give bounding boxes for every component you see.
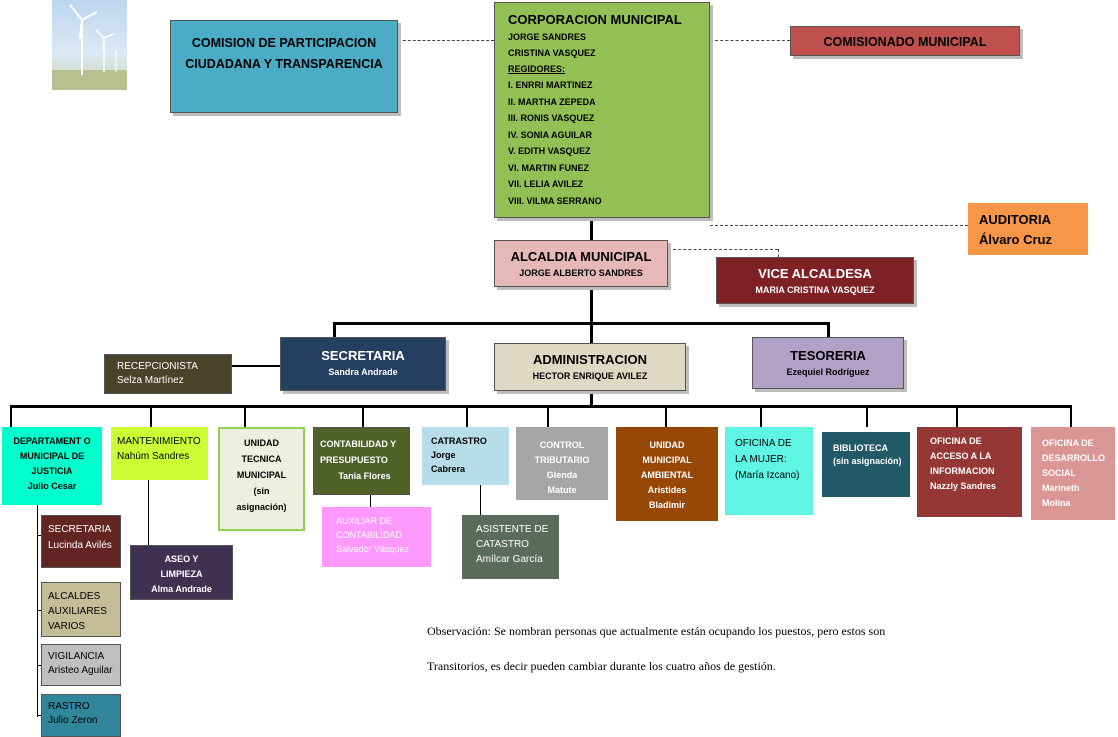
auxiliar-name: Salvador Vásquez bbox=[336, 544, 410, 554]
vice-alcaldesa-box: VICE ALCALDESA MARIA CRISTINA VASQUEZ bbox=[716, 257, 914, 304]
oficina-acceso-box: OFICINA DE ACCESO A LA INFORMACION Nazzl… bbox=[917, 427, 1022, 517]
rastro-name: Julio Zeron bbox=[48, 715, 98, 726]
tesoreria-box: TESORERIA Ezequiel Rodríguez bbox=[752, 337, 904, 389]
auditoria-name: Álvaro Cruz bbox=[979, 232, 1052, 247]
catastro-box: CATRASTRO Jorge Cabrera bbox=[422, 427, 509, 485]
ambiental-title: UNIDAD MUNICIPAL AMBIENTAL bbox=[640, 440, 694, 480]
observacion-line-1: Observación: Se nombran personas que act… bbox=[427, 624, 886, 638]
mantenimiento-name: Nahúm Sandres bbox=[117, 451, 190, 462]
asistente-title: ASISTENTE DE CATASTRO bbox=[476, 524, 549, 550]
auditoria-box: AUDITORIA Álvaro Cruz bbox=[968, 203, 1088, 255]
vigilancia-name: Aristeo Aguilar bbox=[48, 665, 113, 676]
observacion-line-2: Transitorios, es decir pueden cambiar du… bbox=[427, 659, 776, 673]
secretaria-box: SECRETARIA Sandra Andrade bbox=[280, 337, 446, 391]
unidad-ambiental-box: UNIDAD MUNICIPAL AMBIENTAL Aristides Bla… bbox=[616, 427, 718, 521]
auditoria-title: AUDITORIA bbox=[979, 212, 1051, 227]
justicia-title: DEPARTAMENT O MUNICIPAL DE JUSTICIA bbox=[13, 436, 91, 476]
aseo-title: ASEO Y LIMPIEZA bbox=[160, 554, 203, 579]
regidor-5: V. EDITH VASQUEZ bbox=[508, 146, 591, 156]
unidad-tecnica-box: UNIDAD TECNICA MUNICIPAL (sin asignación… bbox=[218, 427, 305, 531]
auxiliar-contabilidad-box: AUXILIAR DE CONTABILIDAD Salvador Vásque… bbox=[322, 507, 431, 567]
recepcionista-box: RECEPCIONISTA Selza Martínez bbox=[104, 354, 232, 394]
corporacion-municipal-box: CORPORACION MUNICIPAL JORGE SANDRES CRIS… bbox=[494, 2, 710, 218]
observacion-note: Observación: Se nombran personas que act… bbox=[427, 624, 1117, 674]
recepcionista-name: Selza Martínez bbox=[117, 375, 184, 386]
mujer-title: OFICINA DE LA MUJER: bbox=[735, 438, 792, 465]
control-title: CONTROL TRIBUTARIO bbox=[534, 440, 590, 465]
tecnica-title: UNIDAD TECNICA MUNICIPAL bbox=[236, 438, 287, 480]
mantenimiento-title: MANTENIMIENTO bbox=[117, 436, 201, 447]
biblioteca-name: (sin asignación) bbox=[833, 456, 902, 466]
vigilancia-title: VIGILANCIA bbox=[48, 651, 105, 662]
auxiliar-title: AUXILIAR DE CONTABILIDAD bbox=[336, 516, 402, 540]
oficina-mujer-box: OFICINA DE LA MUJER: (María Izcano) bbox=[725, 427, 813, 515]
tesoreria-title: TESORERIA bbox=[790, 348, 866, 363]
acceso-title: OFICINA DE ACCESO A LA INFORMACION bbox=[930, 436, 995, 476]
catastro-name: Jorge Cabrera bbox=[431, 450, 466, 474]
mujer-name: (María Izcano) bbox=[735, 470, 800, 481]
secretaria-name: Sandra Andrade bbox=[328, 367, 398, 377]
regidor-4: IV. SONIA AGUILAR bbox=[508, 129, 593, 140]
vigilancia-box: VIGILANCIA Aristeo Aguilar bbox=[41, 644, 121, 686]
vice-name: MARIA CRISTINA VASQUEZ bbox=[755, 285, 875, 295]
secretaria-justicia-box: SECRETARIA Lucinda Avilés bbox=[41, 515, 121, 568]
administracion-box: ADMINISTRACION HECTOR ENRIQUE AVILEZ bbox=[494, 343, 686, 391]
vice-title: VICE ALCALDESA bbox=[758, 266, 872, 281]
alcaldia-name: JORGE ALBERTO SANDRES bbox=[519, 268, 643, 278]
alcaldes-auxiliares-box: ALCALDES AUXILIARES VARIOS bbox=[41, 582, 121, 637]
contabilidad-box: CONTABILIDAD Y PRESUPUESTO Tania Flores bbox=[313, 427, 410, 495]
comision-title: COMISION DE PARTICIPACION CIUDADANA Y TR… bbox=[185, 36, 383, 71]
regidor-3: III. RONIS VASQUEZ bbox=[508, 113, 595, 123]
wind-turbine-logo bbox=[52, 0, 127, 90]
desarrollo-name: Marineth Molina bbox=[1042, 483, 1080, 508]
justicia-box: DEPARTAMENT O MUNICIPAL DE JUSTICIA Juli… bbox=[2, 427, 102, 505]
corporacion-title: CORPORACION MUNICIPAL bbox=[508, 12, 682, 27]
regidores-label: REGIDORES: bbox=[508, 64, 566, 74]
corporacion-line-2: CRISTINA VASQUEZ bbox=[508, 48, 596, 58]
control-tributario-box: CONTROL TRIBUTARIO Glenda Matute bbox=[516, 427, 608, 500]
tesoreria-name: Ezequiel Rodríguez bbox=[786, 367, 870, 377]
comision-participacion-box: COMISION DE PARTICIPACION CIUDADANA Y TR… bbox=[170, 20, 398, 113]
contabilidad-title: CONTABILIDAD Y PRESUPUESTO bbox=[320, 439, 397, 465]
asistente-name: Amílcar García bbox=[476, 554, 543, 565]
desarrollo-title: OFICINA DE DESARROLLO SOCIAL bbox=[1042, 438, 1105, 478]
secretaria-title: SECRETARIA bbox=[321, 348, 405, 363]
comisionado-title: COMISIONADO MUNICIPAL bbox=[823, 35, 987, 49]
ambiental-name: Aristides Bladimir bbox=[647, 485, 687, 510]
alcaldes-title: ALCALDES AUXILIARES VARIOS bbox=[48, 591, 107, 632]
aseo-limpieza-box: ASEO Y LIMPIEZA Alma Andrade bbox=[130, 545, 233, 600]
biblioteca-box: BIBLIOTECA (sin asignación) bbox=[822, 432, 910, 497]
alcaldia-title: ALCALDIA MUNICIPAL bbox=[510, 249, 652, 264]
acceso-name: Nazzly Sandres bbox=[930, 481, 997, 491]
secretaria-justicia-title: SECRETARIA bbox=[48, 524, 112, 535]
comisionado-municipal-box: COMISIONADO MUNICIPAL bbox=[790, 26, 1020, 56]
rastro-title: RASTRO bbox=[48, 701, 90, 712]
regidor-8: VIII. VILMA SERRANO bbox=[508, 195, 602, 206]
tecnica-name: (sin asignación) bbox=[236, 486, 287, 512]
biblioteca-title: BIBLIOTECA bbox=[833, 443, 888, 453]
asistente-catastro-box: ASISTENTE DE CATASTRO Amílcar García bbox=[462, 515, 559, 579]
recepcionista-title: RECEPCIONISTA bbox=[117, 361, 198, 372]
regidor-1: I. ENRRI MARTINEZ bbox=[508, 80, 593, 90]
alcaldia-municipal-box: ALCALDIA MUNICIPAL JORGE ALBERTO SANDRES bbox=[494, 240, 668, 287]
regidor-6: VI. MARTIN FUNEZ bbox=[508, 162, 589, 173]
administracion-name: HECTOR ENRIQUE AVILEZ bbox=[532, 371, 648, 381]
catastro-title: CATRASTRO bbox=[431, 436, 487, 446]
corporacion-line-1: JORGE SANDRES bbox=[508, 32, 587, 42]
control-name: Glenda Matute bbox=[546, 470, 578, 495]
secretaria-justicia-name: Lucinda Avilés bbox=[48, 540, 112, 551]
contabilidad-name: Tania Flores bbox=[338, 471, 391, 481]
oficina-desarrollo-box: OFICINA DE DESARROLLO SOCIAL Marineth Mo… bbox=[1031, 427, 1115, 520]
justicia-name: Julio Cesar bbox=[27, 481, 77, 491]
aseo-name: Alma Andrade bbox=[151, 584, 212, 594]
mantenimiento-box: MANTENIMIENTO Nahúm Sandres bbox=[111, 427, 208, 480]
regidor-2: II. MARTHA ZEPEDA bbox=[508, 96, 596, 107]
rastro-box: RASTRO Julio Zeron bbox=[41, 694, 121, 737]
regidor-7: VII. LELIA AVILEZ bbox=[508, 179, 584, 189]
administracion-title: ADMINISTRACION bbox=[532, 352, 648, 367]
